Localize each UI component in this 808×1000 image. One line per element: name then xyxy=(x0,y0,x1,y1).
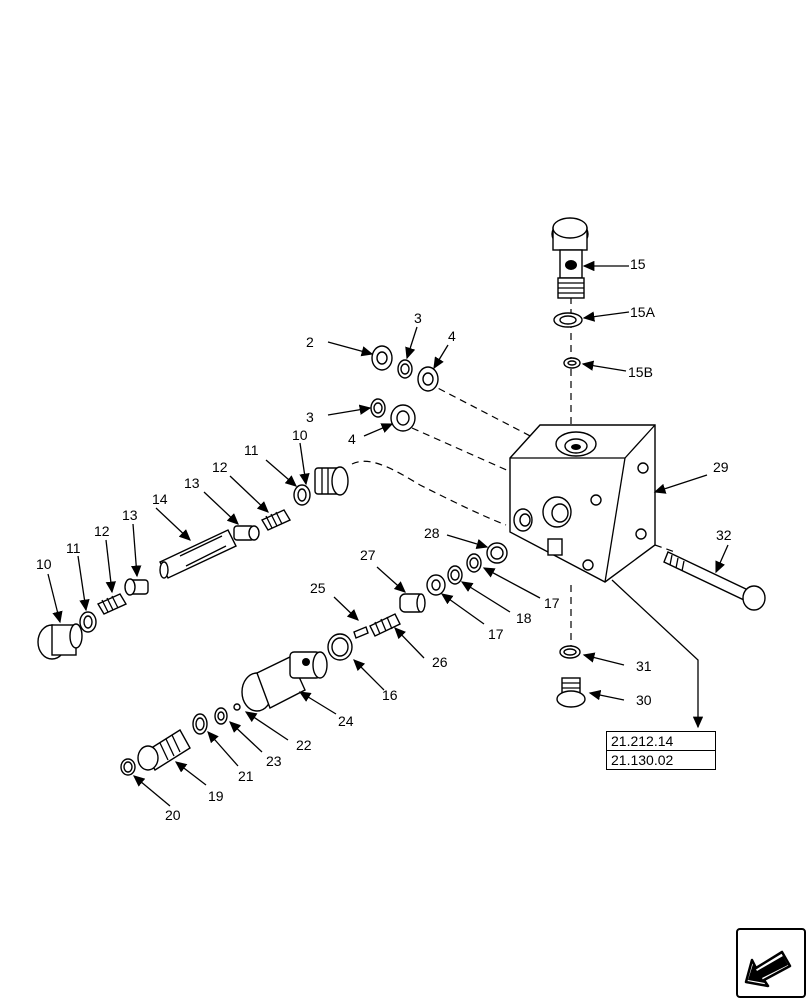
callout-31: 31 xyxy=(636,658,652,674)
callout-17: 17 xyxy=(544,595,560,611)
reference-table: 21.212.14 21.130.02 xyxy=(606,731,716,770)
callout-26: 26 xyxy=(432,654,448,670)
callout-10: 10 xyxy=(292,427,308,443)
callout-labels: 2 3 4 3 4 10 11 12 13 14 13 12 11 10 15 … xyxy=(36,256,732,823)
callout-18: 18 xyxy=(516,610,532,626)
callout-11: 11 xyxy=(244,442,259,458)
reference-link[interactable]: 21.130.02 xyxy=(607,750,715,769)
callout-11: 11 xyxy=(66,540,81,556)
callout-14: 14 xyxy=(152,491,168,507)
callout-12: 12 xyxy=(94,523,110,539)
callout-17: 17 xyxy=(488,626,504,642)
callout-24: 24 xyxy=(338,713,354,729)
cartridge-15 xyxy=(551,217,589,369)
center-assembly xyxy=(327,542,508,661)
callout-21: 21 xyxy=(238,768,254,784)
callout-27: 27 xyxy=(360,547,376,563)
callout-29: 29 xyxy=(713,459,729,475)
callout-15b: 15B xyxy=(628,364,653,380)
callout-23: 23 xyxy=(266,753,282,769)
leader-lines xyxy=(47,260,729,807)
lower-cartridge-assembly xyxy=(120,651,328,776)
callout-30: 30 xyxy=(636,692,652,708)
callout-19: 19 xyxy=(208,788,224,804)
callout-15a: 15A xyxy=(630,304,656,320)
back-navigation-button[interactable] xyxy=(736,928,806,998)
callout-32: 32 xyxy=(716,527,732,543)
callout-13: 13 xyxy=(184,475,200,491)
callout-2: 2 xyxy=(306,334,314,350)
callout-10: 10 xyxy=(36,556,52,572)
callout-4: 4 xyxy=(448,328,456,344)
bolt-and-plug xyxy=(556,551,766,708)
valve-body xyxy=(509,424,656,583)
callout-12: 12 xyxy=(212,459,228,475)
washer-group-upper xyxy=(370,345,439,432)
left-relief-assembly xyxy=(37,466,349,660)
callout-22: 22 xyxy=(296,737,312,753)
callout-20: 20 xyxy=(165,807,181,823)
callout-25: 25 xyxy=(310,580,326,596)
arrow-back-icon xyxy=(744,950,792,988)
callout-4: 4 xyxy=(348,431,356,447)
reference-link[interactable]: 21.212.14 xyxy=(611,733,674,749)
callout-16: 16 xyxy=(382,687,398,703)
callout-15: 15 xyxy=(630,256,646,272)
callout-3: 3 xyxy=(306,409,314,425)
callout-28: 28 xyxy=(424,525,440,541)
callout-3: 3 xyxy=(414,310,422,326)
callout-13: 13 xyxy=(122,507,138,523)
